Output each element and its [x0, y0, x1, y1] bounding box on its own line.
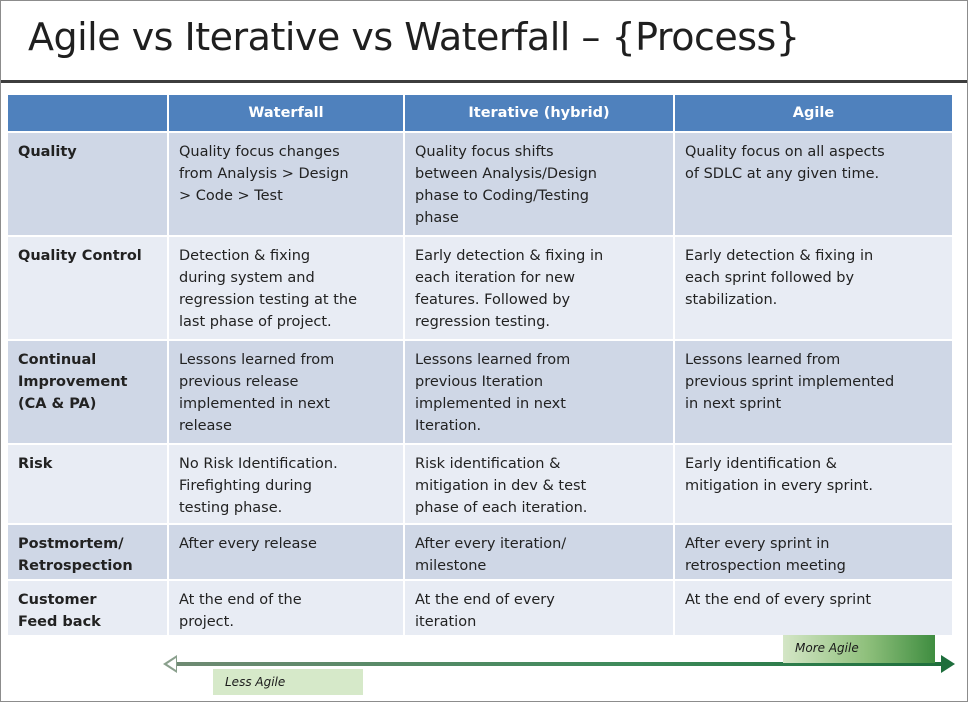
header-corner — [8, 95, 169, 133]
cell-iterative: Early detection & fixing in each iterati… — [405, 237, 675, 341]
cell-agile: Early identification & mitigation in eve… — [675, 445, 952, 525]
header-agile: Agile — [675, 95, 952, 133]
more-agile-label: More Agile — [783, 635, 935, 663]
table-row-retrospection: Postmortem/ Retrospection After every re… — [8, 525, 952, 581]
row-label: Customer Feed back — [8, 581, 169, 637]
row-label: Quality Control — [8, 237, 169, 341]
cell-agile: Quality focus on all aspects of SDLC at … — [675, 133, 952, 237]
title-divider — [1, 80, 967, 83]
less-agile-label: Less Agile — [213, 669, 363, 695]
right-arrowhead-icon — [941, 655, 955, 673]
row-label: Postmortem/ Retrospection — [8, 525, 169, 581]
cell-agile: Lessons learned from previous sprint imp… — [675, 341, 952, 445]
table-row-quality-control: Quality Control Detection & fixing durin… — [8, 237, 952, 341]
cell-iterative: Lessons learned from previous Iteration … — [405, 341, 675, 445]
table-row-quality: Quality Quality focus changes from Analy… — [8, 133, 952, 237]
agility-scale-arrow — [173, 662, 945, 666]
left-arrowhead-inner — [167, 658, 176, 670]
row-label: Continual Improvement (CA & PA) — [8, 341, 169, 445]
table-row-continual-improvement: Continual Improvement (CA & PA) Lessons … — [8, 341, 952, 445]
cell-iterative: After every iteration/ milestone — [405, 525, 675, 581]
cell-agile: After every sprint in retrospection meet… — [675, 525, 952, 581]
cell-iterative: Quality focus shifts between Analysis/De… — [405, 133, 675, 237]
cell-waterfall: At the end of the project. — [169, 581, 405, 637]
cell-agile: At the end of every sprint — [675, 581, 952, 637]
table-row-risk: Risk No Risk Identification. Firefightin… — [8, 445, 952, 525]
comparison-table: Waterfall Iterative (hybrid) Agile Quali… — [8, 95, 952, 637]
cell-iterative: At the end of every iteration — [405, 581, 675, 637]
cell-waterfall: After every release — [169, 525, 405, 581]
row-label: Risk — [8, 445, 169, 525]
table-row-customer-feedback: Customer Feed back At the end of the pro… — [8, 581, 952, 637]
cell-waterfall: Detection & fixing during system and reg… — [169, 237, 405, 341]
cell-agile: Early detection & fixing in each sprint … — [675, 237, 952, 341]
table-header-row: Waterfall Iterative (hybrid) Agile — [8, 95, 952, 133]
row-label: Quality — [8, 133, 169, 237]
slide-title: Agile vs Iterative vs Waterfall – {Proce… — [28, 15, 800, 59]
cell-iterative: Risk identification & mitigation in dev … — [405, 445, 675, 525]
header-waterfall: Waterfall — [169, 95, 405, 133]
cell-waterfall: No Risk Identification. Firefighting dur… — [169, 445, 405, 525]
cell-waterfall: Lessons learned from previous release im… — [169, 341, 405, 445]
header-iterative: Iterative (hybrid) — [405, 95, 675, 133]
cell-waterfall: Quality focus changes from Analysis > De… — [169, 133, 405, 237]
